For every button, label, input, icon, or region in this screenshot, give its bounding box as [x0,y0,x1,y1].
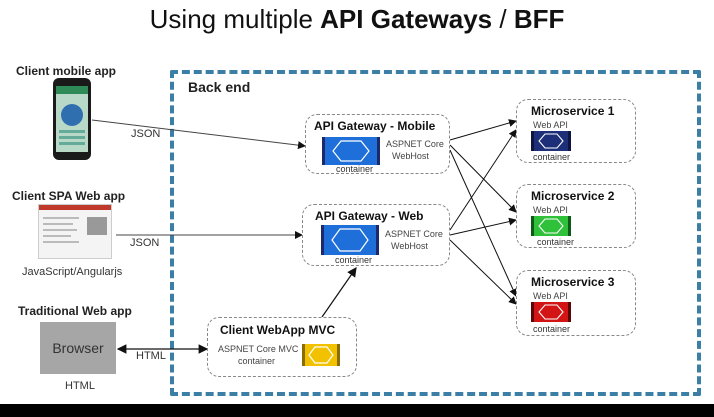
line-gww-ms1 [449,129,517,231]
page-title: Using multiple API Gateways / BFF [0,4,714,35]
title-bold-gateways: API Gateways [320,4,493,34]
line-gwm-ms1 [449,119,517,141]
microservice-3-container: container [533,324,571,334]
microservice-3-title: Microservice 3 [531,275,615,289]
microservice-2-hex-icon [531,216,571,236]
backend-label: Back end [188,79,251,95]
container-hex-icon [321,225,379,255]
client-mobile-label: Client mobile app [16,64,117,78]
mvc-sub1: ASPNET Core MVC [218,344,299,354]
microservice-1-hex-icon [531,131,571,151]
line-gww-ms2 [449,217,517,236]
microservice-2-api: Web API [533,205,568,215]
mvc-box: Client WebApp MVC ASPNET Core MVC contai… [207,317,357,377]
mvc-sub2: container [238,356,276,366]
browser-box: Browser [40,322,116,374]
title-bold-bff: BFF [513,4,565,34]
microservice-1-container: container [533,152,571,162]
client-spa-label: Client SPA Web app [12,189,126,203]
microservice-2-box: Microservice 2 Web API container [516,184,636,248]
microservice-1-title: Microservice 1 [531,104,615,118]
gateway-web-sub2: WebHost [391,241,428,251]
microservice-2-title: Microservice 2 [531,189,615,203]
line-gwm-ms2 [449,144,517,213]
spa-caption: JavaScript/Angularjs [22,266,123,278]
gateway-web-title: API Gateway - Web [315,209,424,223]
gateway-web-sub1: ASPNET Core [385,229,443,239]
microservice-3-box: Microservice 3 Web API container [516,270,636,336]
container-hex-icon [322,137,380,165]
gateway-mobile-box: API Gateway - Mobile ASPNET Core WebHost… [305,114,450,174]
line-gwm-ms3 [449,149,517,297]
microservice-2-container: container [537,237,575,247]
html-label-traditional: HTML [136,350,166,362]
microservice-3-api: Web API [533,291,568,301]
client-traditional-label: Traditional Web app [18,304,132,318]
line-mvc-to-gw [321,267,357,318]
gateway-web-box: API Gateway - Web ASPNET Core WebHost co… [302,204,450,266]
json-label-spa: JSON [130,237,160,249]
gateway-mobile-sub2: WebHost [392,151,429,161]
line-mobile-to-gw [91,119,306,150]
mvc-title: Client WebApp MVC [220,323,336,337]
gateway-mobile-sub1: ASPNET Core [386,139,444,149]
backend-boundary [170,70,701,396]
microservice-1-box: Microservice 1 Web API container [516,99,636,163]
gateway-mobile-title: API Gateway - Mobile [314,119,436,133]
spa-screenshot-icon [38,204,112,259]
phone-icon [53,78,91,160]
mvc-container-hex-icon [302,344,340,366]
line-gww-ms3 [449,239,517,305]
gateway-mobile-container: container [336,164,374,174]
gateway-web-container: container [335,255,373,265]
json-label-mobile: JSON [131,128,161,140]
microservice-1-api: Web API [533,120,568,130]
title-separator: / [492,4,514,34]
bottom-bar [0,404,714,417]
microservice-3-hex-icon [531,302,571,322]
traditional-caption: HTML [65,380,95,392]
title-prefix: Using multiple [149,4,321,34]
